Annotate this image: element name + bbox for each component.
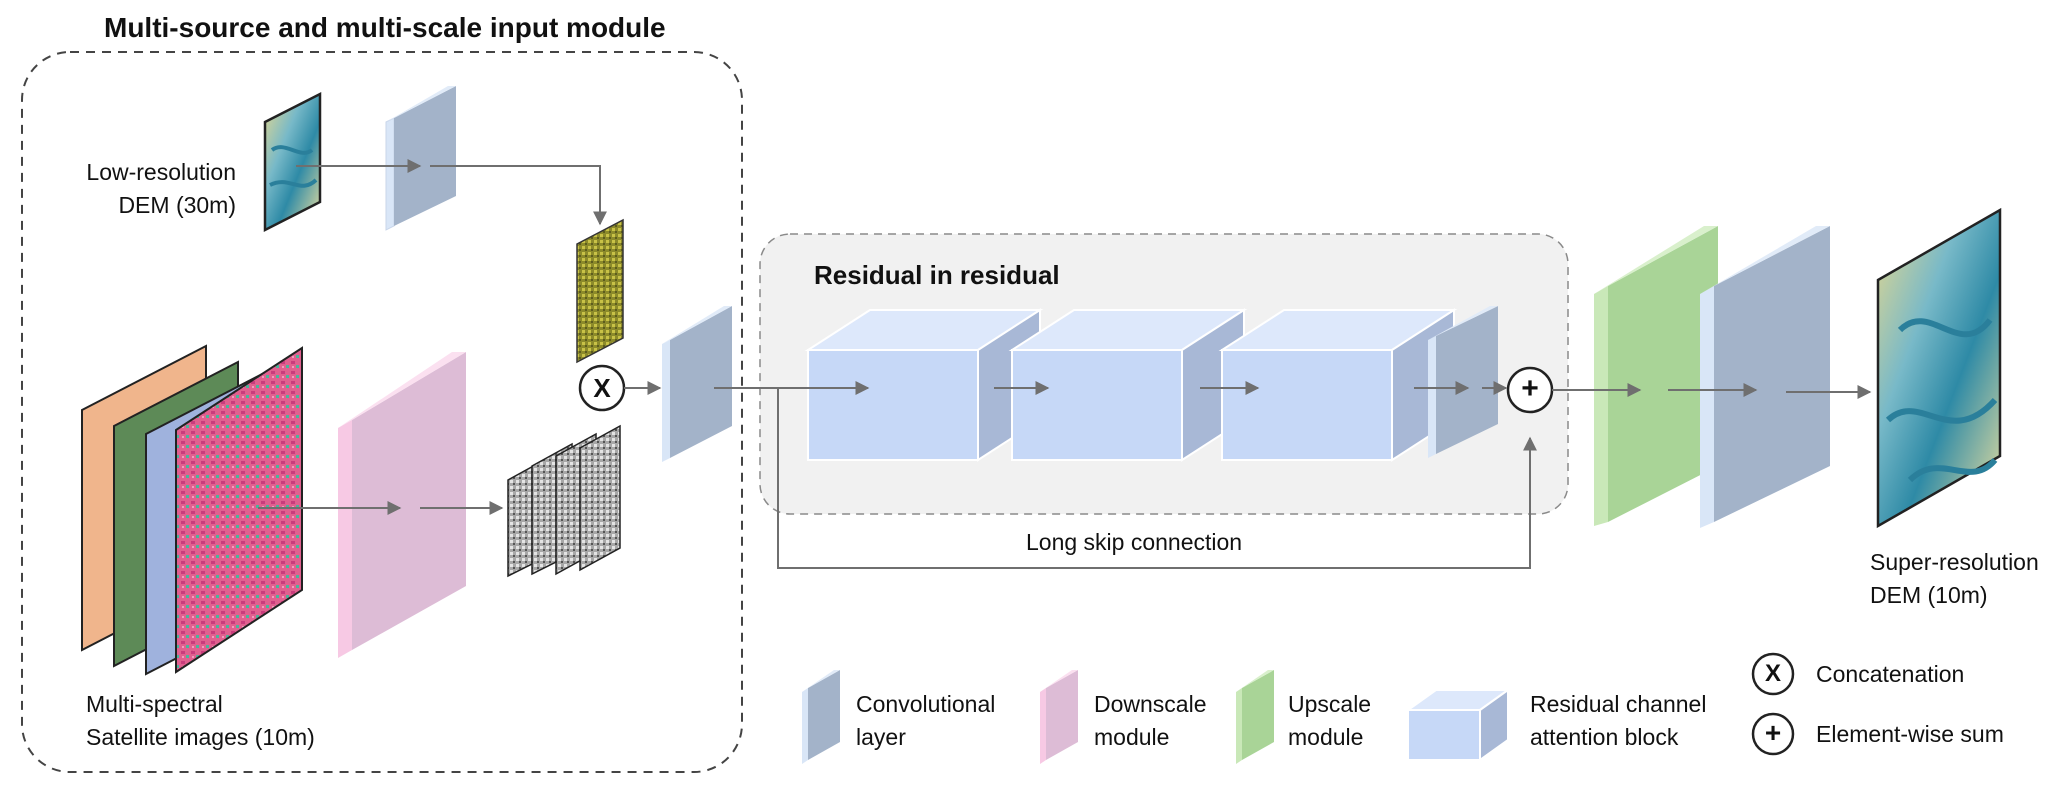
- sum-symbol-label: +: [1521, 372, 1539, 405]
- satellite-label-line2: Satellite images (10m): [86, 724, 315, 750]
- conv-layer-mid: [662, 306, 732, 462]
- dem-feature-map: [576, 218, 624, 364]
- low-res-dem-image: [263, 91, 322, 233]
- satellite-image-stack: [81, 344, 303, 676]
- long-skip-connection: [777, 388, 1537, 569]
- low-res-dem-label-line2: DEM (30m): [118, 192, 236, 218]
- conv-layer-final: [1700, 226, 1830, 528]
- conv-layer-top: [385, 86, 456, 231]
- rir-title: Residual in residual: [814, 260, 1060, 290]
- downscale-module: [338, 352, 466, 658]
- input-arrows: [258, 159, 607, 515]
- input-module-border: [21, 51, 743, 773]
- legend-downscale-label-line1: Downscale: [1094, 691, 1207, 717]
- legend-upscale-icon: [1236, 670, 1274, 764]
- legend-conv-icon: [802, 670, 840, 764]
- satellite-label-line1: Multi-spectral: [86, 691, 223, 717]
- long-skip-label: Long skip connection: [1026, 529, 1243, 555]
- legend-concat-icon: [1751, 652, 1795, 696]
- legend-downscale-icon: [1040, 670, 1078, 764]
- input-module-title: Multi-source and multi-scale input modul…: [104, 12, 666, 43]
- rcab-block-2: [1008, 308, 1248, 462]
- rcab-block-3: [1218, 308, 1458, 462]
- low-res-dem-label-line1: Low-resolution: [86, 159, 236, 185]
- legend-sum-symbol: +: [1764, 717, 1782, 748]
- legend-sum-label: Element-wise sum: [1816, 721, 2004, 747]
- legend-downscale-label-line2: module: [1094, 724, 1170, 750]
- output-label-line2: DEM (10m): [1870, 582, 1988, 608]
- legend-rcab-icon: [1404, 688, 1512, 762]
- legend-sum-icon: [1751, 712, 1795, 756]
- legend-upscale-label-line1: Upscale: [1288, 691, 1372, 717]
- legend-concat-label: Concatenation: [1816, 661, 1965, 687]
- legend-concat-symbol: X: [1764, 660, 1781, 687]
- legend-conv-label-line2: layer: [856, 724, 906, 750]
- satellite-feature-maps: [507, 424, 621, 578]
- rcab-block-1: [804, 308, 1044, 462]
- legend-rcab-label-line1: Residual channel: [1530, 691, 1707, 717]
- concat-symbol-label: X: [593, 373, 611, 403]
- legend-upscale-label-line2: module: [1288, 724, 1364, 750]
- output-label: Super-resolution DEM (10m): [1870, 546, 2039, 612]
- legend-rcab-label-line2: attention block: [1530, 724, 1679, 750]
- legend-conv-label: Convolutional layer: [856, 688, 995, 754]
- legend-rcab-label: Residual channel attention block: [1530, 688, 1706, 754]
- low-res-dem-label: Low-resolution DEM (30m): [70, 156, 236, 222]
- satellite-label: Multi-spectral Satellite images (10m): [86, 688, 315, 754]
- legend-downscale-label: Downscale module: [1094, 688, 1207, 754]
- output-label-line1: Super-resolution: [1870, 549, 2039, 575]
- output-arrows: [1552, 383, 1872, 399]
- super-res-dem-image: [1876, 207, 2002, 529]
- legend-upscale-label: Upscale module: [1288, 688, 1371, 754]
- upscale-module: [1594, 226, 1718, 526]
- legend-conv-label-line1: Convolutional: [856, 691, 996, 717]
- conv-layer-rir: [1428, 306, 1498, 458]
